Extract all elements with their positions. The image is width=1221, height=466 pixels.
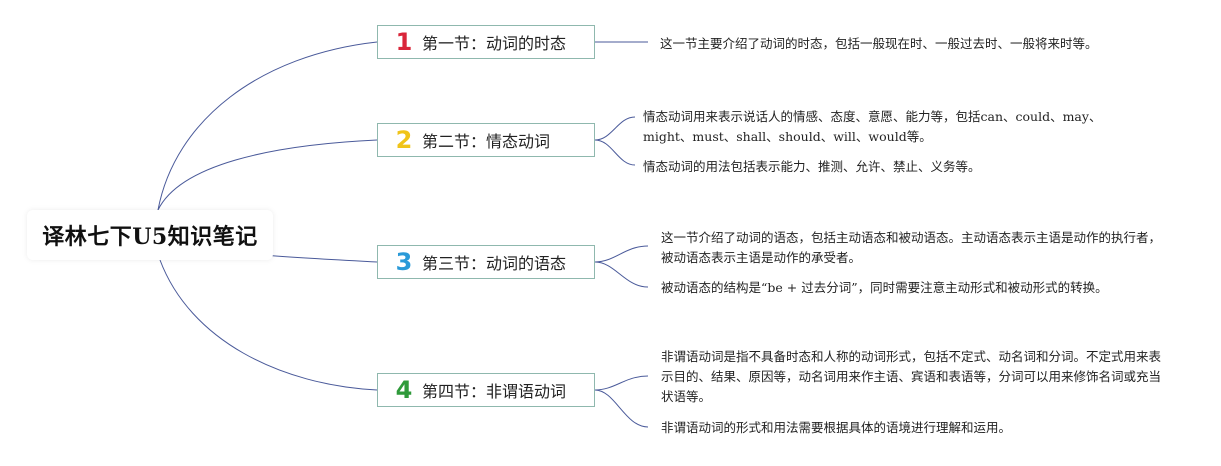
section-3-number-badge: 3 [395, 248, 413, 276]
section-4-note-1: 非谓语动词是指不具备时态和人称的动词形式，包括不定式、动名词和分词。不定式用来表… [661, 349, 1162, 404]
connector-section-3-to-note-1 [594, 245, 649, 263]
section-3-note-1: 这一节介绍了动词的语态，包括主动语态和被动语态。主动语态表示主语是动作的执行者，… [661, 230, 1162, 265]
section-2-note-1: 情态动词用来表示说话人的情感、态度、意愿、能力等，包括can、could、may… [643, 109, 1102, 144]
connector-section-2-to-note-1 [594, 116, 636, 141]
root-topic[interactable]: 译林七下U5知识笔记 [27, 210, 273, 260]
connector-section-2-to-note-2 [594, 139, 636, 166]
connector-section-4-to-note-1 [594, 375, 649, 391]
connector-root-to-section-4 [159, 259, 378, 391]
section-4-note-2: 非谓语动词的形式和用法需要根据具体的语境进行理解和运用。 [661, 420, 1012, 435]
section-3-label: 第三节：动词的语态 [422, 254, 567, 273]
connector-section-4-to-note-2 [594, 389, 649, 428]
section-3-note-2: 被动语态的结构是“be + 过去分词”，同时需要注意主动形式和被动形式的转换。 [661, 280, 1108, 295]
section-1-label: 第一节：动词的时态 [422, 34, 567, 53]
connector-section-3-to-note-2 [594, 261, 649, 288]
section-4-label: 第四节：非谓语动词 [422, 382, 567, 401]
section-2-note-2: 情态动词的用法包括表示能力、推测、允许、禁止、义务等。 [643, 159, 981, 174]
section-1-number-badge: 1 [395, 28, 413, 56]
section-4-node[interactable]: 4 第四节：非谓语动词 [377, 373, 595, 407]
connector-root-to-section-3 [261, 254, 378, 263]
section-4-number-badge: 4 [395, 376, 413, 404]
section-2-node[interactable]: 2 第二节：情态动词 [377, 123, 595, 157]
section-2-number-badge: 2 [395, 126, 413, 154]
section-2-label: 第二节：情态动词 [422, 132, 551, 151]
connector-root-to-section-2 [157, 139, 378, 211]
root-title: 译林七下U5知识笔记 [42, 224, 258, 250]
section-1-note-1: 这一节主要介绍了动词的时态，包括一般现在时、一般过去时、一般将来时等。 [660, 36, 1098, 51]
section-3-node[interactable]: 3 第三节：动词的语态 [377, 245, 595, 279]
connector-root-to-section-1 [157, 41, 378, 211]
section-1-node[interactable]: 1 第一节：动词的时态 [377, 25, 595, 59]
